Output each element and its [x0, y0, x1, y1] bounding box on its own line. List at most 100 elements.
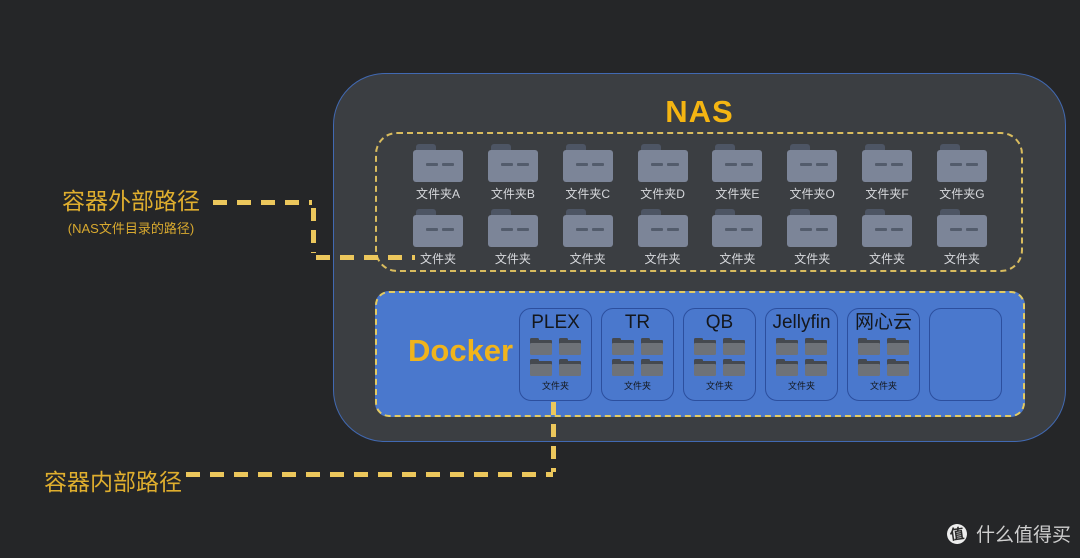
mini-folder-icon — [641, 358, 663, 376]
docker-container-网心云: 网心云文件夹 — [847, 308, 920, 401]
folder-icon — [862, 209, 913, 247]
nas-folder-label: 文件夹 — [569, 252, 606, 266]
nas-folder-cell: 文件夹 — [704, 209, 770, 267]
watermark: 值 什么值得买 — [945, 520, 1072, 547]
nas-folder-label: 文件夹 — [644, 252, 681, 266]
container-folder-grid — [612, 337, 663, 376]
nas-folder-label: 文件夹 — [794, 252, 831, 266]
nas-folder-cell: 文件夹 — [630, 209, 696, 267]
nas-folder-label: 文件夹D — [640, 187, 685, 201]
nas-folder-cell: 文件夹D — [630, 144, 696, 202]
mini-folder-icon — [694, 337, 716, 355]
container-name: 网心云 — [854, 312, 912, 333]
external-path-connector-h2 — [316, 255, 415, 260]
container-folder-grid — [694, 337, 745, 376]
container-folder-label: 文件夹 — [869, 380, 897, 391]
docker-title: Docker — [408, 333, 514, 368]
mini-folder-icon — [723, 358, 745, 376]
container-name: TR — [624, 312, 651, 333]
mini-folder-icon — [776, 337, 798, 355]
nas-folder-label: 文件夹C — [565, 187, 611, 201]
mini-folder-icon — [530, 337, 552, 355]
mini-folder-icon — [858, 358, 880, 376]
container-name: Jellyfin — [772, 312, 831, 333]
mini-folder-icon — [805, 337, 827, 355]
nas-folder-cell: 文件夹B — [480, 144, 546, 202]
nas-folder-label: 文件夹 — [869, 252, 906, 266]
internal-path-label: 容器内部路径 — [44, 469, 182, 495]
nas-folder-label: 文件夹O — [789, 187, 835, 201]
nas-folder-cell: 文件夹 — [405, 209, 471, 267]
mini-folder-icon — [887, 358, 909, 376]
nas-folder-label: 文件夹F — [865, 187, 909, 201]
nas-folder-label: 文件夹G — [939, 187, 985, 201]
mini-folder-icon — [776, 358, 798, 376]
mini-folder-icon — [612, 358, 634, 376]
mini-folder-icon — [559, 358, 581, 376]
folder-icon — [862, 144, 913, 182]
folder-icon — [936, 144, 987, 182]
nas-folder-cell: 文件夹C — [555, 144, 621, 202]
container-name: PLEX — [531, 312, 580, 333]
nas-folder-cell: 文件夹G — [929, 144, 995, 202]
folder-icon — [413, 144, 463, 182]
mini-folder-icon — [887, 337, 909, 355]
external-path-subtitle: (NAS文件目录的路径) — [67, 221, 195, 236]
external-path-title: 容器外部路径 — [62, 188, 200, 214]
docker-container-empty — [929, 308, 1002, 401]
docker-container-jellyfin: Jellyfin 文件夹 — [765, 308, 838, 401]
mini-folder-icon — [530, 358, 552, 376]
container-folder-label: 文件夹 — [705, 380, 733, 391]
nas-folder-label: 文件夹 — [494, 252, 531, 266]
folder-icon — [413, 209, 463, 247]
folder-icon — [487, 209, 538, 247]
docker-container-tr: TR 文件夹 — [601, 308, 674, 401]
nas-folder-label: 文件夹B — [490, 187, 535, 201]
mini-folder-icon — [858, 337, 880, 355]
mini-folder-icon — [805, 358, 827, 376]
internal-path-connector-h — [186, 472, 553, 477]
container-folder-grid — [776, 337, 827, 376]
nas-folder-cell: 文件夹O — [779, 144, 845, 202]
nas-folder-label: 文件夹 — [419, 252, 456, 266]
folder-icon — [787, 144, 838, 182]
docker-container-plex: PLEX 文件夹 — [519, 308, 592, 401]
external-path-label: 容器外部路径 (NAS文件目录的路径) — [50, 182, 212, 237]
container-folder-grid — [530, 337, 581, 376]
nas-folder-cell: 文件夹F — [854, 144, 920, 202]
mini-folder-icon — [641, 337, 663, 355]
folder-icon — [712, 209, 763, 247]
mini-folder-icon — [723, 337, 745, 355]
nas-folder-label: 文件夹E — [715, 187, 760, 201]
container-folder-label: 文件夹 — [623, 380, 651, 391]
mini-folder-icon — [612, 337, 634, 355]
nas-folder-row-1: 文件夹A 文件夹B 文件夹C 文件夹D 文件夹E 文件夹O 文件夹F 文件夹G — [405, 144, 995, 202]
nas-folder-row-2: 文件夹 文件夹 文件夹 文件夹 文件夹 文件夹 文件夹 文件夹 — [405, 209, 995, 267]
folder-icon — [787, 209, 838, 247]
nas-folder-cell: 文件夹 — [854, 209, 920, 267]
folder-icon — [562, 144, 613, 182]
external-path-connector-v — [311, 208, 316, 253]
external-path-connector-h1 — [213, 200, 312, 205]
folder-icon — [712, 144, 763, 182]
nas-folder-label: 文件夹 — [943, 252, 980, 266]
smzdm-logo-icon: 值 — [945, 522, 969, 545]
nas-folder-label: 文件夹A — [415, 187, 460, 201]
folder-icon — [637, 209, 688, 247]
nas-folder-label: 文件夹 — [719, 252, 756, 266]
container-folder-grid — [858, 337, 909, 376]
watermark-brand-text: 什么值得买 — [976, 525, 1072, 546]
container-folder-label: 文件夹 — [541, 380, 569, 391]
nas-folder-cell: 文件夹 — [480, 209, 546, 267]
container-folder-label: 文件夹 — [787, 380, 815, 391]
folder-icon — [936, 209, 987, 247]
nas-folder-cell: 文件夹 — [929, 209, 995, 267]
mini-folder-icon — [694, 358, 716, 376]
internal-path-connector-v — [551, 402, 556, 472]
nas-folder-cell: 文件夹 — [555, 209, 621, 267]
nas-folder-cell: 文件夹 — [779, 209, 845, 267]
